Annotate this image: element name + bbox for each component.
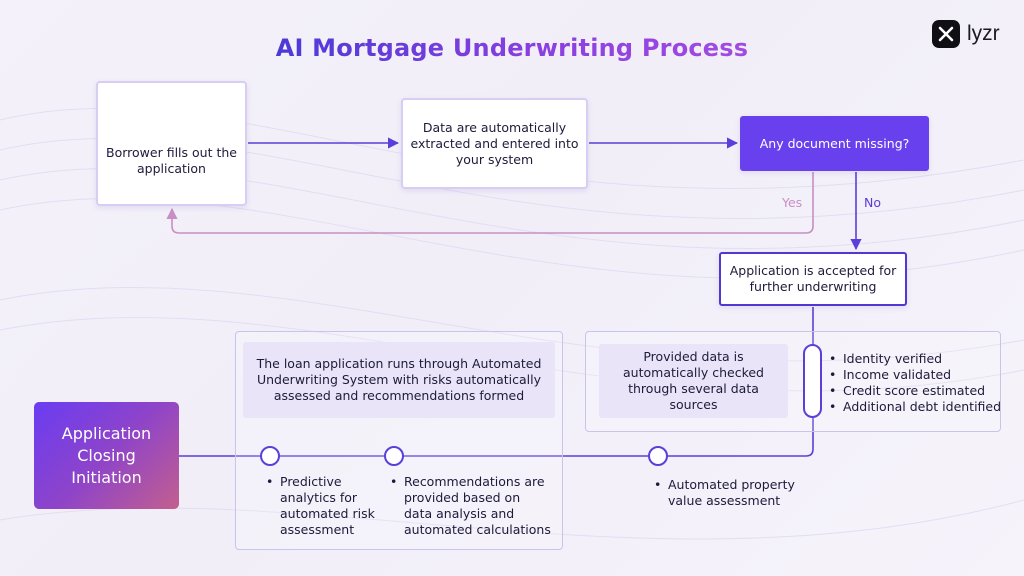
milestone-property: Automated property value assessment bbox=[654, 477, 814, 509]
connector-checks-to-timeline bbox=[179, 418, 814, 457]
panel-data-check: Provided data is automatically checked t… bbox=[599, 344, 788, 418]
check-item: Additional debt identified bbox=[829, 399, 1001, 415]
milestone-recommendations: Recommendations are provided based on da… bbox=[390, 474, 552, 538]
step-extract-text: Data are automatically extracted and ent… bbox=[410, 119, 579, 167]
step-borrower-text: Borrower fills out the application bbox=[106, 144, 237, 176]
checks-connector-pill bbox=[803, 344, 822, 418]
milestone-text: Predictive analytics for automated risk … bbox=[266, 474, 381, 538]
brand-logo: lyzr bbox=[932, 20, 1000, 48]
logo-text: lyzr bbox=[967, 22, 1000, 45]
timeline-node-predictive bbox=[260, 446, 280, 466]
panel-check-text: Provided data is automatically checked t… bbox=[623, 349, 764, 412]
milestone-predictive: Predictive analytics for automated risk … bbox=[266, 474, 381, 538]
timeline-node-recommendations bbox=[384, 446, 404, 466]
branch-label-no: No bbox=[864, 195, 881, 210]
panel-underwriting-text: The loan application runs through Automa… bbox=[256, 356, 542, 403]
verification-checklist: Identity verified Income validated Credi… bbox=[829, 351, 1001, 415]
decision-text: Any document missing? bbox=[759, 135, 910, 151]
milestone-text: Recommendations are provided based on da… bbox=[390, 474, 552, 538]
check-item: Credit score estimated bbox=[829, 383, 1001, 399]
check-item: Income validated bbox=[829, 367, 1001, 383]
lyzr-logo-icon bbox=[932, 20, 960, 48]
decision-document-missing: Any document missing? bbox=[740, 116, 929, 171]
milestone-text: Automated property value assessment bbox=[654, 477, 814, 509]
step-application-closing: Application Closing Initiation bbox=[34, 402, 179, 509]
step-application-accepted: Application is accepted for further unde… bbox=[719, 252, 907, 306]
step-borrower-fills-application: Borrower fills out the application bbox=[96, 81, 247, 206]
arrow-yes-back-to-borrower bbox=[166, 172, 814, 234]
branch-label-yes: Yes bbox=[782, 195, 803, 210]
panel-automated-underwriting: The loan application runs through Automa… bbox=[243, 342, 555, 418]
check-item: Identity verified bbox=[829, 351, 1001, 367]
step-closing-text: Application Closing Initiation bbox=[61, 423, 152, 487]
timeline-node-property bbox=[648, 446, 668, 466]
step-accepted-text: Application is accepted for further unde… bbox=[729, 263, 897, 294]
step-data-extracted: Data are automatically extracted and ent… bbox=[401, 98, 588, 189]
page-title: AI Mortgage Underwriting Process bbox=[275, 34, 749, 62]
